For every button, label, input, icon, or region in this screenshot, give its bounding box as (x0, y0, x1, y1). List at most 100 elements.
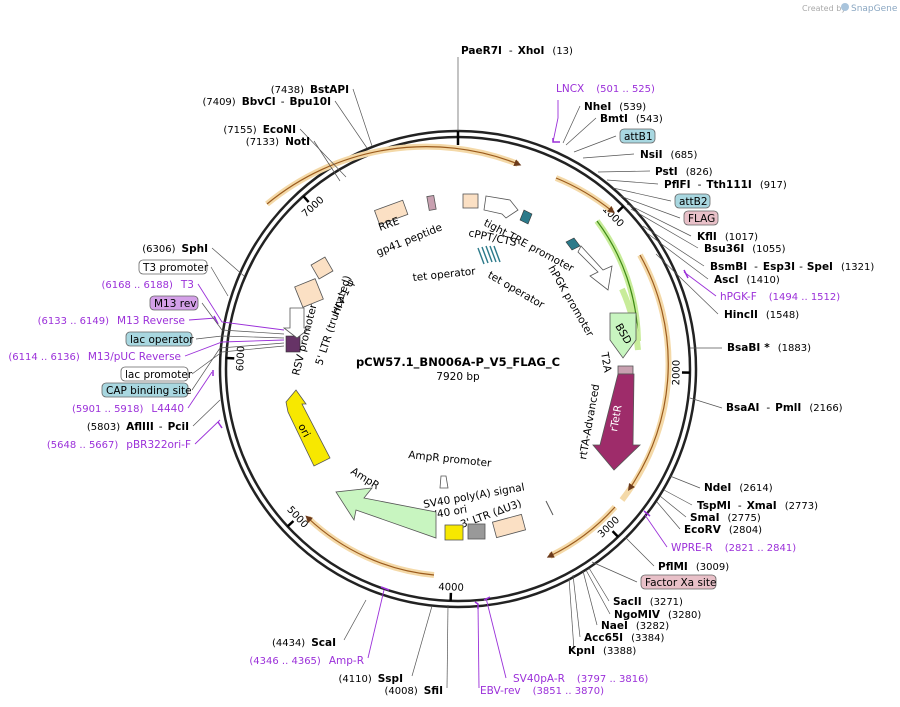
enzyme-site: (4434)ScaI (272, 637, 336, 649)
gp41-feature (426, 194, 437, 211)
svg-text:BsaBI*(1883): BsaBI*(1883) (727, 342, 811, 354)
enzyme-site: PflMI(3009) (658, 561, 729, 573)
svg-text:SV40pA-R(3797 .. 3816): SV40pA-R(3797 .. 3816) (513, 673, 648, 685)
svg-text:lac promoter: lac promoter (125, 369, 193, 381)
svg-text:NaeI(3282): NaeI(3282) (601, 620, 669, 632)
svg-text:NheI(539): NheI(539) (584, 101, 646, 113)
primer-label: (6168 .. 6188)T3 (101, 279, 194, 291)
enzyme-site: (4008)SfiI (384, 685, 443, 697)
svg-text:(7155)EcoNI: (7155)EcoNI (223, 124, 296, 136)
svg-text:CAP binding site: CAP binding site (106, 385, 192, 397)
scale-tick (302, 195, 310, 203)
scale-tick (616, 205, 625, 213)
enzyme-site: NdeI(2614) (704, 482, 773, 494)
enzyme-site: BsaBI*(1883) (727, 342, 811, 354)
cppt-feature (462, 193, 479, 209)
snapgene-logo-icon (841, 3, 849, 11)
primer-label: SV40pA-R(3797 .. 3816) (513, 673, 648, 685)
svg-text:(4346 .. 4365)Amp-R: (4346 .. 4365)Amp-R (249, 655, 364, 667)
svg-text:BsaAI-PmlI(2166): BsaAI-PmlI(2166) (726, 402, 843, 414)
enzyme-site: Acc65I(3384) (584, 632, 664, 644)
svg-text:(7133)NotI: (7133)NotI (246, 136, 310, 148)
svg-text:T3 promoter: T3 promoter (142, 262, 209, 274)
svg-text:AscI(1410): AscI(1410) (714, 274, 780, 286)
feature-box-label: T3 promoter (138, 259, 209, 275)
primer-label: hPGK-F(1494 .. 1512) (720, 291, 840, 303)
svg-text:(4434)ScaI: (4434)ScaI (272, 637, 336, 649)
hiv-psi-feature (310, 256, 334, 280)
svg-text:NgoMIV(3280): NgoMIV(3280) (614, 609, 701, 621)
ltr3-marker (545, 500, 554, 516)
enzyme-site: (7409)BbvCI-Bpu10I (202, 96, 331, 108)
svg-text:(7409)BbvCI-Bpu10I: (7409)BbvCI-Bpu10I (202, 96, 331, 108)
enzyme-site: BsaAI-PmlI(2166) (726, 402, 843, 414)
scale-tick (611, 530, 620, 538)
svg-text:Factor Xa site: Factor Xa site (645, 577, 716, 589)
primer-label: EBV-rev(3851 .. 3870) (480, 685, 604, 697)
credit-brand: SnapGene (851, 4, 898, 14)
feature-box-label: Factor Xa site (640, 574, 716, 590)
svg-text:KpnI(3388): KpnI(3388) (568, 645, 636, 657)
tight-tre-arrow (483, 195, 519, 219)
enzyme-site: (7133)NotI (246, 136, 310, 148)
bsd-feature (609, 312, 637, 359)
credit-prefix: Created by (802, 4, 846, 13)
t2a-feature (617, 365, 634, 375)
enzyme-site: SacII(3271) (613, 596, 683, 608)
svg-text:LNCX(501 .. 525): LNCX(501 .. 525) (556, 83, 655, 95)
primer-label: (4346 .. 4365)Amp-R (249, 655, 364, 667)
primer-label: (6114 .. 6136)M13/pUC Reverse (8, 351, 181, 363)
feature-box-label: lac promoter (120, 366, 193, 382)
svg-text:EBV-rev(3851 .. 3870): EBV-rev(3851 .. 3870) (480, 685, 604, 697)
tet-operator-label-2: tet operator (486, 269, 547, 311)
enzyme-site: BsmBI-Esp3I-SpeI(1321) (710, 261, 874, 273)
t2a-label: T2A (598, 350, 614, 374)
svg-text:M13 rev: M13 rev (154, 298, 197, 310)
svg-text:NdeI(2614): NdeI(2614) (704, 482, 773, 494)
feature-box-label: lac operator (125, 331, 194, 347)
svg-text:PflFI-Tth111I(917): PflFI-Tth111I(917) (664, 179, 787, 191)
ampr-promoter-arrow (439, 475, 449, 489)
svg-text:lac operator: lac operator (130, 334, 194, 346)
ampr-label: AmpR (348, 465, 381, 492)
primer-label: LNCX(501 .. 525) (556, 83, 655, 95)
enzyme-site: NaeI(3282) (601, 620, 669, 632)
sv40-pa-feature (444, 524, 464, 541)
primer-label: WPRE-R(2821 .. 2841) (671, 542, 796, 554)
enzyme-site: PstI(826) (655, 166, 713, 178)
enzyme-site: Bsu36I(1055) (704, 243, 786, 255)
svg-text:PflMI(3009): PflMI(3009) (658, 561, 729, 573)
enzyme-site: KpnI(3388) (568, 645, 636, 657)
rsv-feature (285, 335, 301, 353)
svg-text:BsmBI-Esp3I-SpeI(1321): BsmBI-Esp3I-SpeI(1321) (710, 261, 874, 273)
enzyme-site: (7155)EcoNI (223, 124, 296, 136)
enzyme-site: PaeR7I-XhoI(13) (461, 45, 573, 57)
scale-tick-label: 6000 (235, 346, 247, 372)
tight-tre-label: tight TRE promoter (482, 217, 577, 275)
enzyme-site: KflI(1017) (697, 231, 758, 243)
feature-box-label: FLAG (683, 210, 719, 226)
svg-text:EcoRV(2804): EcoRV(2804) (684, 524, 762, 536)
hpgk-label: hPGK promoter (545, 264, 596, 340)
svg-text:(6306)SphI: (6306)SphI (142, 243, 208, 255)
svg-text:NsiI(685): NsiI(685) (640, 149, 698, 161)
primer-label: (5648 .. 5667)pBR322ori-F (47, 439, 191, 451)
svg-text:KflI(1017): KflI(1017) (697, 231, 758, 243)
svg-text:SmaI(2775): SmaI(2775) (690, 512, 761, 524)
plasmid-name: pCW57.1_BN006A-P_V5_FLAG_C (356, 355, 560, 370)
enzyme-site: NheI(539) (584, 101, 646, 113)
svg-text:(5648 .. 5667)pBR322ori-F: (5648 .. 5667)pBR322ori-F (47, 439, 191, 451)
svg-text:(5803)AflIII-PciI: (5803)AflIII-PciI (87, 421, 189, 433)
feature-box-label: attB2 (674, 193, 711, 209)
enzyme-site: (6306)SphI (142, 243, 208, 255)
plasmid-length: 7920 bp (436, 371, 480, 383)
rtetr-label: rTetR (608, 404, 624, 433)
enzyme-site: EcoRV(2804) (684, 524, 762, 536)
svg-text:PaeR7I-XhoI(13): PaeR7I-XhoI(13) (461, 45, 573, 57)
hpgk-arrow (577, 245, 613, 291)
hpgk-small-feature (565, 237, 581, 251)
svg-text:BmtI(543): BmtI(543) (600, 113, 663, 125)
svg-text:attB1: attB1 (624, 131, 653, 143)
ampr-feature (335, 487, 437, 539)
svg-text:(6114 .. 6136)M13/pUC Reverse: (6114 .. 6136)M13/pUC Reverse (8, 351, 181, 363)
